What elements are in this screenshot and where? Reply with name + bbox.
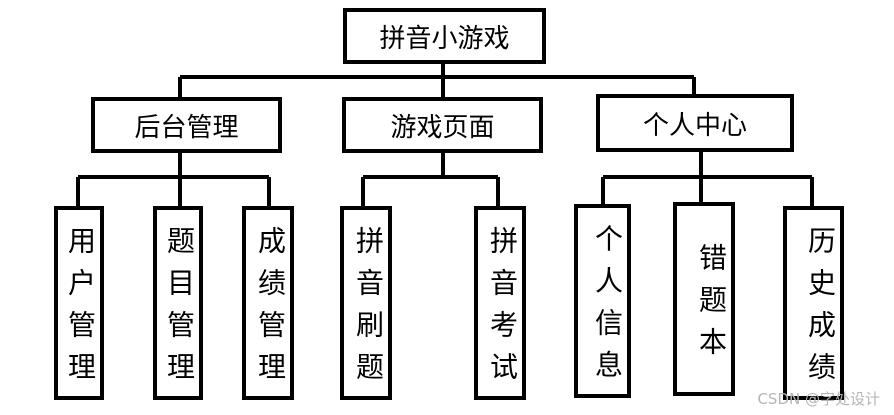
leaf-user-management: 用户管理 xyxy=(54,206,104,400)
leaf-personal-info: 个人信息 xyxy=(574,204,631,398)
leaf-pinyin-practice: 拼音刷题 xyxy=(340,206,392,400)
leaf-wrong-question-book: 错题本 xyxy=(673,202,735,396)
leaf-pinyin-exam: 拼音考试 xyxy=(474,206,526,400)
watermark-text: CSDN @字处设计 xyxy=(757,390,880,408)
node-backend-management: 后台管理 xyxy=(91,97,282,153)
node-personal-center: 个人中心 xyxy=(596,94,794,152)
leaf-question-management: 题目管理 xyxy=(153,206,203,400)
node-game-page: 游戏页面 xyxy=(342,97,543,153)
root-node: 拼音小游戏 xyxy=(343,8,546,64)
leaf-score-history: 历史成绩 xyxy=(783,206,844,400)
leaf-score-management: 成绩管理 xyxy=(242,206,294,400)
